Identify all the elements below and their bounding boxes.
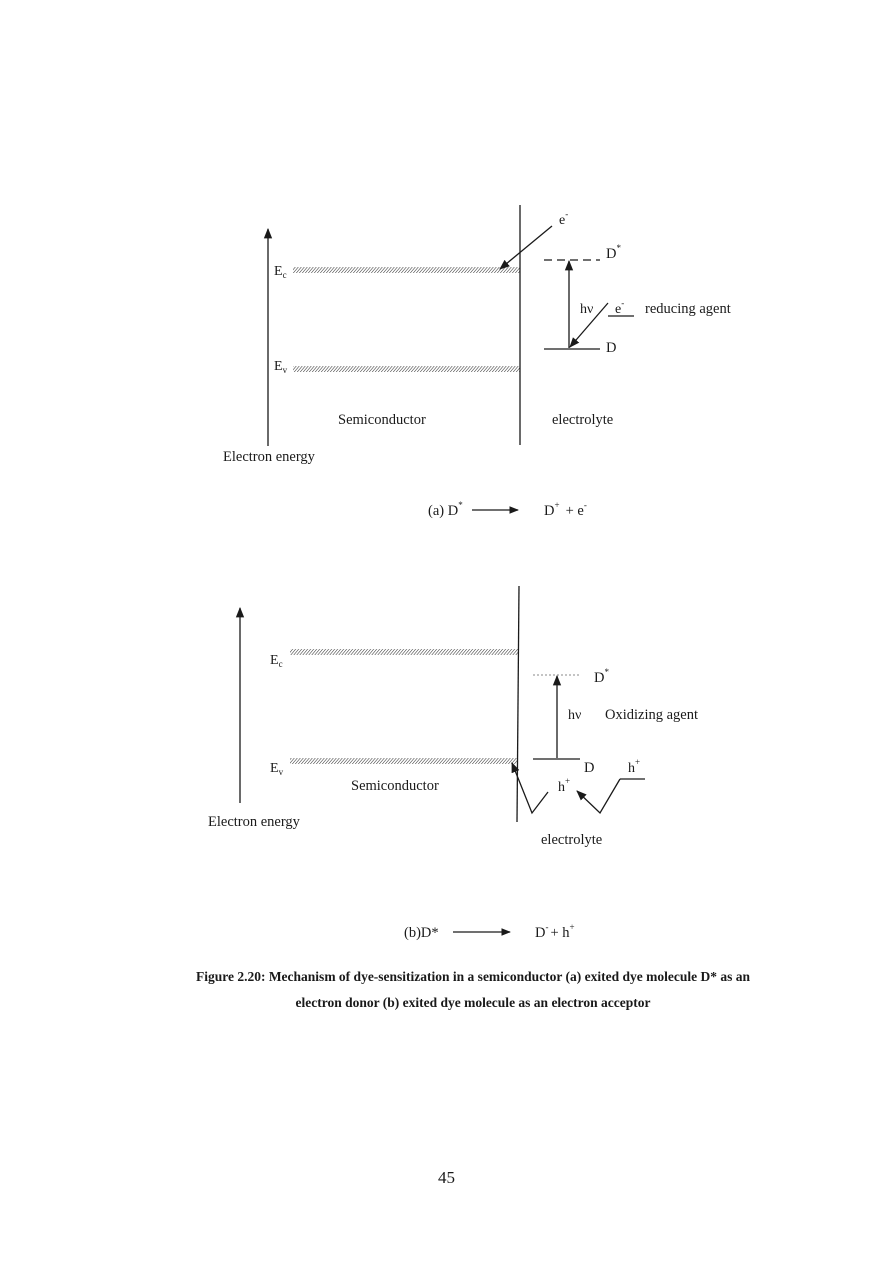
electron-injection-arrow [499,225,553,270]
equation-a: (a) D* D++ e- [428,500,587,519]
photon-label: hν [568,708,581,723]
reducing-electron-label: e- [615,298,624,317]
valence-band-label: Ev [274,359,288,375]
oxidizing-agent-label: Oxidizing agent [605,707,698,723]
excited-dye-label: D* [606,243,621,262]
conduction-band [290,649,518,655]
hole-mid-label: h+ [558,776,570,795]
diagram-a: Ec Ev Electron energy Semiconductor elec… [223,205,731,519]
ground-dye-label: D [584,760,594,776]
equation-b: (b)D* D-+ h+ [404,922,575,941]
hole-transfer-arrow-right [576,778,621,815]
equation-b-products: D-+ h+ [535,922,575,941]
semiconductor-label: Semiconductor [351,778,439,794]
diagram-b: Ec Ev Semiconductor Electron energy elec… [208,585,698,941]
interface-line [516,585,520,823]
equation-b-reactant: (b)D* [404,925,439,941]
excited-dye-label: D* [594,667,609,686]
hole-right-label: h+ [628,757,640,776]
valence-band-label: Ev [270,761,284,777]
hole-transfer-arrow-left [511,762,549,815]
valence-band [293,366,520,372]
ground-dye-label: D [606,340,616,356]
photon-label: hν [580,302,593,317]
figure-caption: Figure 2.20: Mechanism of dye-sensitizat… [150,964,796,1016]
conduction-band-label: Ec [274,264,287,280]
equation-a-products: D++ e- [544,500,587,519]
caption-line-2: electron donor (b) exited dye molecule a… [295,995,651,1010]
injected-electron-label: e- [559,209,568,228]
electrolyte-label: electrolyte [541,832,602,848]
valence-band [290,758,518,764]
reducing-electron-arrow [569,302,609,348]
equation-a-reactant: (a) D* [428,500,463,519]
conduction-band-label: Ec [270,653,283,669]
reducing-agent-label: reducing agent [645,301,731,317]
energy-axis-label: Electron energy [223,449,316,465]
semiconductor-label: Semiconductor [338,412,426,428]
conduction-band [293,267,520,273]
energy-axis-label: Electron energy [208,814,301,830]
electrolyte-label: electrolyte [552,412,613,428]
caption-line-1: Figure 2.20: Mechanism of dye-sensitizat… [195,969,751,984]
page-number: 45 [438,1168,455,1187]
